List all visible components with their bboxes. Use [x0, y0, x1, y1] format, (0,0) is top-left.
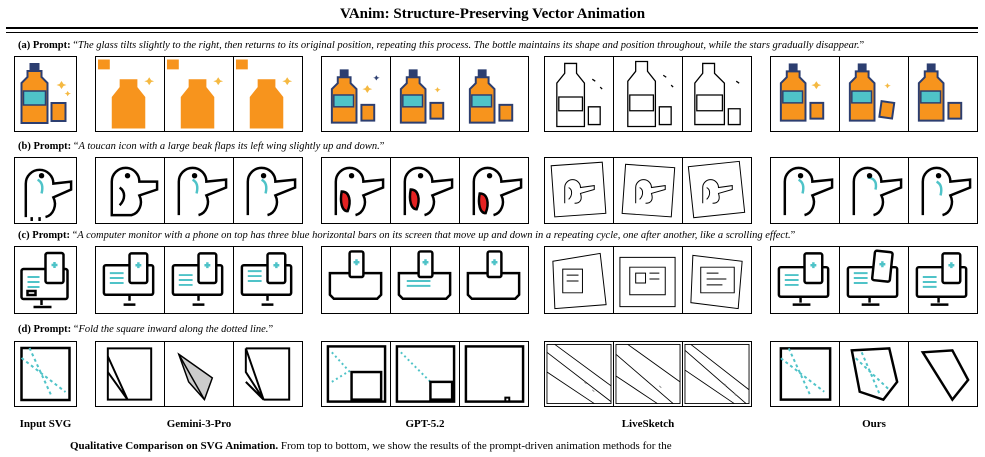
- row-d-gemini: [95, 341, 303, 407]
- row-a-gemini: [95, 56, 303, 132]
- prompt-a: (a) Prompt: “The glass tilts slightly to…: [18, 40, 865, 51]
- prompt-d: (d) Prompt: “Fold the square inward alon…: [18, 324, 274, 335]
- monitor-icon: [15, 247, 76, 313]
- row-c-livesketch: [544, 246, 752, 314]
- top-rule: [6, 27, 978, 29]
- row-b-livesketch: [544, 157, 752, 224]
- row-a-gpt: [321, 56, 529, 132]
- column-label-ours: Ours: [862, 418, 886, 430]
- figure-caption: Qualitative Comparison on SVG Animation.…: [70, 440, 672, 452]
- row-d-livesketch: [544, 341, 752, 407]
- prompt-c: (c) Prompt: “A computer monitor with a p…: [18, 230, 796, 241]
- column-label-gpt: GPT-5.2: [405, 418, 445, 430]
- row-c-gpt: [321, 246, 529, 314]
- row-c-ours: [770, 246, 978, 314]
- bottle-icon: [15, 57, 76, 131]
- toucan-icon: [15, 158, 76, 223]
- row-d-gpt: [321, 341, 529, 407]
- row-d-input: [14, 341, 77, 407]
- row-b-ours: [770, 157, 978, 224]
- row-a-input: [14, 56, 77, 132]
- row-b-input: [14, 157, 77, 224]
- row-d-ours: [770, 341, 978, 407]
- column-label-gemini: Gemini-3-Pro: [166, 418, 232, 430]
- row-b-gpt: [321, 157, 529, 224]
- row-a-livesketch: [544, 56, 752, 132]
- prompt-b: (b) Prompt: “A toucan icon with a large …: [18, 141, 385, 152]
- column-label-livesketch: LiveSketch: [621, 418, 675, 430]
- figure-title: VAnim: Structure-Preserving Vector Anima…: [339, 6, 646, 22]
- top-rule-thin: [6, 32, 978, 33]
- row-a-ours: [770, 56, 978, 132]
- square-fold-icon: [15, 342, 76, 406]
- row-b-gemini: [95, 157, 303, 224]
- row-c-gemini: [95, 246, 303, 314]
- column-label-input: Input SVG: [19, 418, 72, 430]
- row-c-input: [14, 246, 77, 314]
